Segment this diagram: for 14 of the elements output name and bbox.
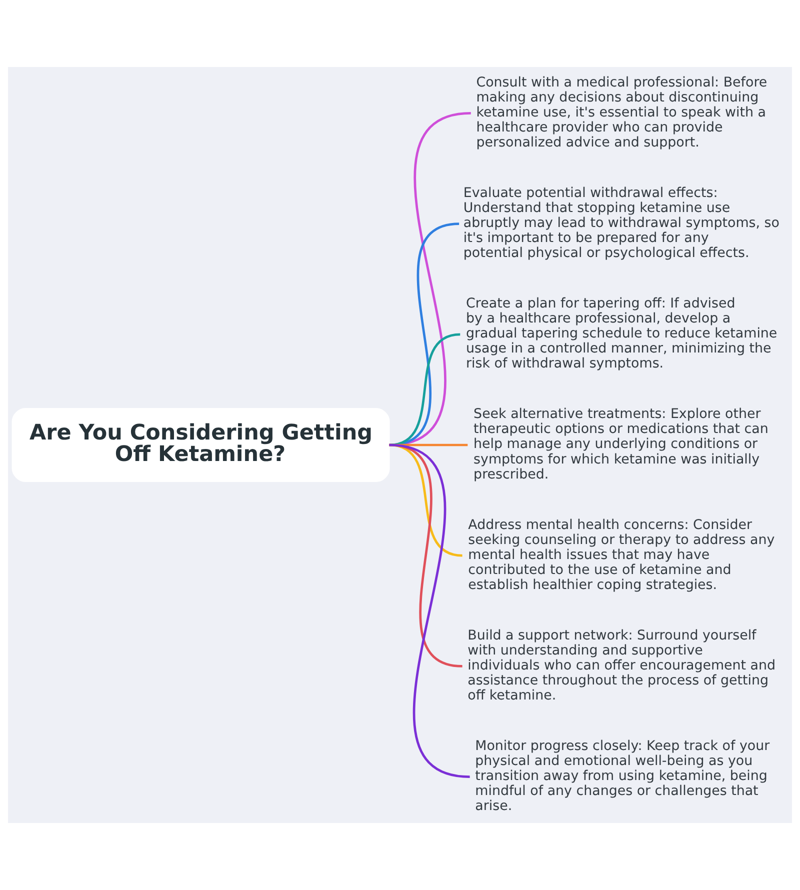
node-text: Evaluate potential withdrawal effects: Understand that stopping ketamine use abruptly may lead to withdrawal symptoms, so it's important to be prepared for any potential physical or psychological effects. xyxy=(463,186,780,262)
node-text: Build a support network: Surround yourself with understanding and supportive individuals who can offer encouragement and assistance throughout the process of getting off ketamine. xyxy=(468,628,776,704)
node-text: Consult with a medical professional: Before making any decisions about discontinuing ketamine use, it's essential to speak with a healthcare provider who can provide personalized advice and support. xyxy=(476,75,768,150)
connector xyxy=(389,444,470,778)
connector xyxy=(389,333,460,446)
connector xyxy=(389,112,472,446)
node-text: Seek alternative treatments: Explore other therapeutic options or medications that can help manage any underlying conditions or symptoms for which ketamine was initially prescribed. xyxy=(474,407,768,482)
connector xyxy=(389,444,463,668)
node-text: Address mental health concerns: Consider seeking counseling or therapy to address any mental health issues that may have contributed to the use of ketamine and establish healthier coping strategies. xyxy=(468,518,775,593)
connector xyxy=(389,222,460,446)
node-text: Create a plan for tapering off: If advised by a healthcare professional, develop a gradual tapering schedule to reduce ketamine usage in a controlled manner, minimizing the risk of withdrawal symptoms. xyxy=(466,296,778,372)
connector xyxy=(389,444,462,557)
node-box: Are You Considering Getting Off Ketamine? xyxy=(12,408,390,482)
node-text: Monitor progress closely: Keep track of your physical and emotional well-being as you transition away from using ketamine, being mindful of any changes or challenges that arise. xyxy=(475,738,770,814)
